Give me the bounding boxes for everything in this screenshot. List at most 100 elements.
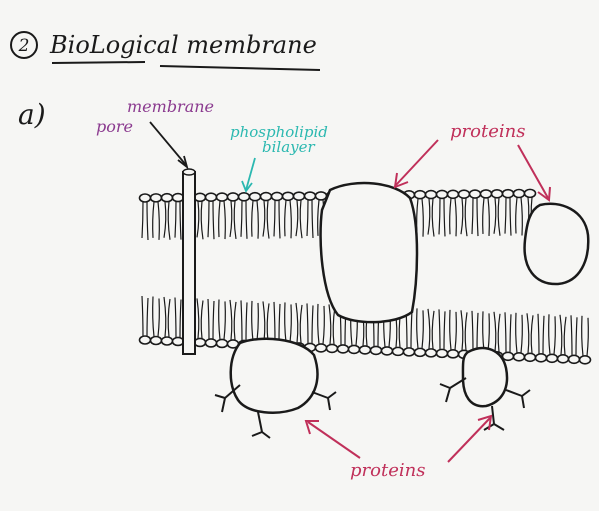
bottom-leaflet-heads — [140, 336, 591, 364]
phospholipid-tail-top — [263, 201, 269, 239]
phospholipid-tail-bottom — [263, 301, 269, 341]
phospholipid-tail-bottom — [428, 309, 434, 349]
phospholipid-head-top — [437, 190, 448, 198]
phospholipid-tail-top — [175, 202, 181, 240]
phospholipid-tail-bottom — [538, 314, 544, 354]
phospholipid-tail-bottom — [252, 301, 259, 341]
phospholipid-head-top — [294, 192, 305, 200]
phospholipid-head-bottom — [140, 336, 151, 344]
phospholipid-tail-bottom — [142, 296, 148, 336]
phospholipid-head-bottom — [448, 350, 459, 358]
phospholipid-tail-bottom — [505, 312, 511, 352]
phospholipid-tail-top — [307, 200, 313, 238]
phospholipid-tail-top — [483, 198, 490, 236]
phospholipid-tail-bottom — [417, 308, 424, 348]
phospholipid-head-bottom — [569, 355, 580, 363]
phospholipid-tail-top — [142, 202, 148, 240]
phospholipid-head-top — [459, 190, 470, 198]
phospholipid-head-top — [261, 193, 272, 201]
phospholipid-head-top — [470, 190, 481, 198]
phospholipid-tail-top — [153, 202, 160, 240]
phospholipid-tail-bottom — [483, 311, 490, 351]
phospholipid-head-bottom — [404, 348, 415, 356]
phospholipid-head-top — [448, 190, 459, 198]
bottom-protein-right — [463, 348, 507, 406]
phospholipid-head-top — [283, 192, 294, 200]
phospholipid-head-bottom — [349, 345, 360, 353]
phospholipid-tail-top — [274, 200, 280, 238]
phospholipid-head-bottom — [437, 349, 448, 357]
phospholipid-tail-bottom — [175, 297, 181, 337]
phospholipid-tail-top — [494, 198, 500, 236]
phospholipid-tail-top — [516, 198, 523, 236]
phospholipid-head-top — [228, 193, 239, 201]
phospholipid-head-top — [514, 190, 525, 198]
phospholipid-head-bottom — [558, 355, 569, 363]
heading-number: 2 — [18, 36, 30, 56]
part-label: a) — [18, 98, 46, 131]
phospholipid-head-top — [305, 192, 316, 200]
phospholipid-tail-bottom — [241, 300, 247, 340]
phospholipid-tail-top — [285, 200, 292, 238]
protein-arrow-bottom-right — [448, 418, 490, 462]
phospholipid-head-top — [206, 193, 217, 201]
phospholipid-head-bottom — [338, 345, 349, 353]
phospholipid-head-bottom — [217, 339, 228, 347]
phospholipid-tail-top — [197, 201, 203, 239]
phospholipid-head-bottom — [151, 336, 162, 344]
phospholipid-head-top — [503, 190, 514, 198]
phospholipid-head-top — [151, 194, 162, 202]
phospholipid-tail-bottom — [296, 303, 302, 343]
heading-underline-1 — [52, 62, 145, 63]
phospholipid-head-bottom — [371, 346, 382, 354]
phospholipid-head-top — [415, 191, 426, 199]
phospholipid-head-top — [492, 190, 503, 198]
phospholipid-tail-top — [241, 201, 247, 239]
phospholipid-tail-bottom — [571, 315, 577, 355]
phospholipid-head-bottom — [327, 344, 338, 352]
phospholipid-tail-bottom — [549, 314, 556, 354]
membrane-pore-label-line2: pore — [96, 117, 133, 136]
phospholipid-tail-bottom — [461, 310, 467, 350]
phospholipid-tail-top — [439, 198, 445, 236]
pore-arrow — [150, 122, 186, 165]
protein-arrow-top-left — [396, 140, 438, 185]
phospholipid-head-top — [316, 192, 327, 200]
phospholipid-tail-bottom — [582, 316, 589, 356]
phospholipid-head-bottom — [525, 353, 536, 361]
phospholipid-tail-top — [450, 198, 457, 236]
phospholipid-tail-bottom — [197, 298, 203, 338]
peripheral-protein-right — [525, 204, 589, 284]
phospholipid-head-top — [426, 191, 437, 199]
phospholipid-head-top — [481, 190, 492, 198]
phospholipid-head-bottom — [316, 344, 327, 352]
phospholipid-head-bottom — [195, 338, 206, 346]
phospholipid-head-bottom — [360, 346, 371, 354]
proteins-label-bottom: proteins — [350, 460, 425, 481]
protein-arrow-bottom-left — [308, 422, 360, 458]
phospholipid-tail-bottom — [527, 313, 533, 353]
phospholipid-head-top — [250, 193, 261, 201]
phospholipid-head-top — [239, 193, 250, 201]
phospholipid-tail-top — [472, 198, 478, 236]
heading: 2 BioLogical membrane — [11, 31, 320, 70]
phospholipid-tail-top — [505, 198, 511, 236]
phospholipid-tail-top — [230, 201, 236, 239]
phospholipid-head-top — [525, 189, 536, 197]
membrane-pore-opening — [183, 169, 195, 175]
phospholipid-tail-bottom — [153, 296, 160, 336]
phospholipid-tail-bottom — [516, 313, 523, 353]
phospholipid-tail-top — [252, 201, 259, 239]
phospholipid-tail-bottom — [560, 315, 566, 355]
phospholipid-head-bottom — [580, 356, 591, 364]
phospholipid-head-top — [140, 194, 151, 202]
phospholipid-head-bottom — [503, 352, 514, 360]
phospholipid-tail-bottom — [439, 309, 445, 349]
phospholipid-head-top — [272, 192, 283, 200]
phospholipid-tail-top — [417, 199, 424, 237]
phospholipid-tail-bottom — [285, 302, 292, 342]
membrane-pore — [183, 172, 195, 354]
phospholipid-head-bottom — [382, 347, 393, 355]
